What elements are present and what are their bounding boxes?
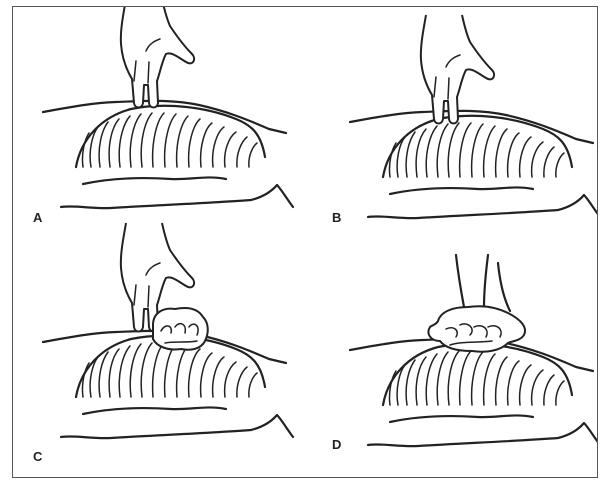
panel-d-label: D bbox=[332, 437, 341, 452]
panel-b-illustration bbox=[350, 15, 597, 218]
panel-a-label: A bbox=[33, 210, 42, 225]
figure-artwork bbox=[13, 7, 597, 477]
panel-c-illustration bbox=[43, 223, 293, 438]
panel-c-label: C bbox=[33, 449, 42, 464]
cpr-hand-position-figure: A B C D bbox=[12, 6, 598, 478]
panel-b-label: B bbox=[332, 210, 341, 225]
panel-a-illustration bbox=[43, 7, 293, 208]
panel-d-illustration bbox=[350, 255, 597, 446]
